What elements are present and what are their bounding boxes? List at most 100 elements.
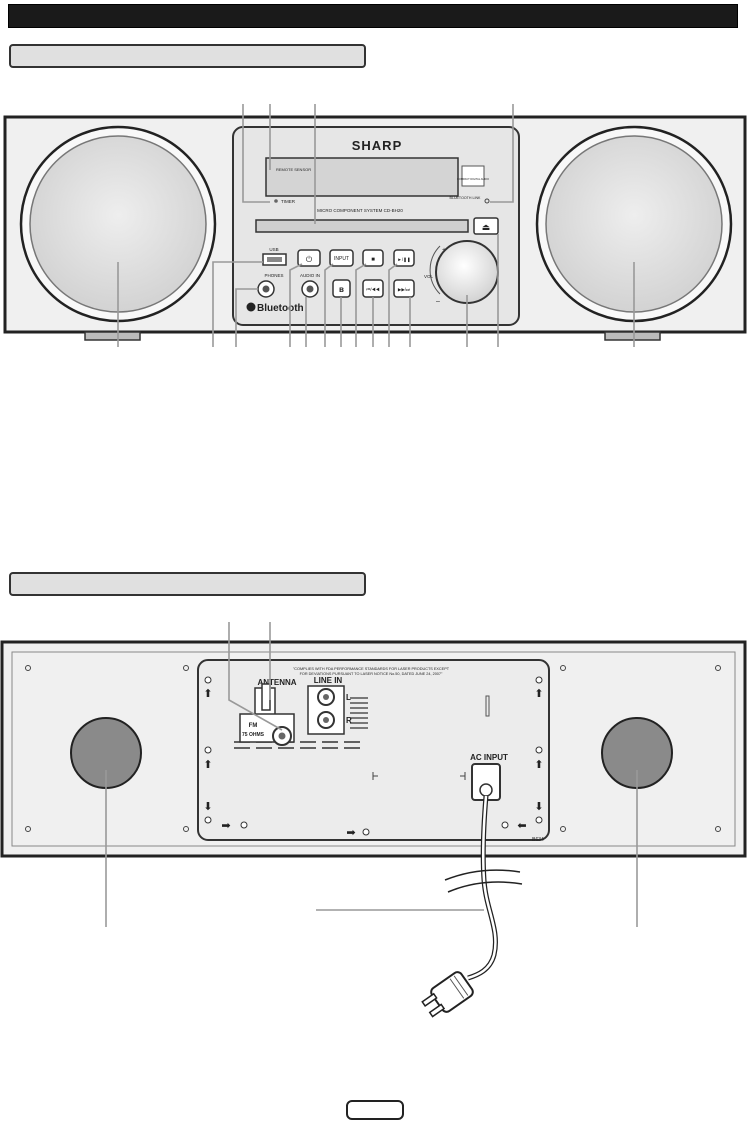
front-view: SHARP REMOTE SENSOR COMPACT DIGITAL AUDI…	[3, 104, 747, 347]
bluetooth-logo-label: Bluetooth	[257, 303, 304, 314]
cd-logo-label: COMPACT DIGITAL AUDIO	[457, 177, 489, 181]
model-label: MICRO COMPONENT SYSTEM CD-BH20	[317, 208, 403, 213]
leader-line-stop	[355, 263, 367, 347]
screw	[183, 665, 189, 671]
rear-view: "COMPLIES WITH FDA PERFORMANCE STANDARDS…	[0, 622, 747, 1018]
fda-notice-line1: "COMPLIES WITH FDA PERFORMANCE STANDARDS…	[293, 667, 450, 671]
arrow-left-icon: ⬅	[517, 820, 526, 832]
volume-knob[interactable]	[435, 240, 499, 304]
usb-port-slot	[267, 257, 282, 262]
next-icon: ▶▶/⏭	[398, 287, 410, 292]
bluetooth-button-icon: ʙ	[339, 285, 344, 294]
line-in-l-label: L	[346, 693, 351, 702]
bluetooth-icon	[246, 302, 256, 312]
hole	[535, 816, 543, 824]
cord-break-mark	[444, 869, 521, 881]
vol-minus-label: –	[436, 298, 440, 305]
rear-inner-frame	[11, 651, 736, 847]
leader-line-play	[388, 263, 398, 347]
screw	[25, 826, 31, 832]
ac-plug	[421, 971, 474, 1018]
left-foot	[84, 331, 141, 341]
line-in-r-label: R	[346, 716, 352, 725]
vol-label: VOL	[424, 274, 434, 279]
screw	[715, 665, 721, 671]
line-in-label: LINE IN	[314, 676, 343, 685]
rear-panel-heading	[9, 572, 366, 596]
volume-scale-arc	[429, 245, 441, 295]
leader-line-timer	[242, 104, 270, 203]
arrow-right-icon: ➡	[346, 827, 355, 839]
page-number-box	[346, 1100, 404, 1120]
line-in-l-jack-hole	[323, 694, 329, 700]
hole	[535, 676, 543, 684]
hole	[204, 816, 212, 824]
hole	[535, 746, 543, 754]
play-pause-button[interactable]	[393, 249, 415, 267]
model-code-label: B634	[532, 837, 544, 843]
screw	[715, 826, 721, 832]
phones-label: PHONES	[264, 273, 283, 278]
hole	[240, 821, 248, 829]
leader-line-antenna-fm	[228, 622, 283, 731]
fm-antenna-socket-pin	[278, 732, 286, 740]
arrow-up-icon: ⬆	[534, 688, 543, 700]
antenna-label: ANTENNA	[257, 678, 296, 687]
arrow-down-icon: ⬇	[203, 801, 212, 813]
ac-input-label: AC INPUT	[470, 753, 508, 762]
brand-logo: SHARP	[352, 138, 403, 153]
arrow-down-icon: ⬇	[534, 801, 543, 813]
input-button[interactable]	[329, 249, 354, 267]
hole	[501, 821, 509, 829]
hole	[204, 746, 212, 754]
right-foot	[604, 331, 661, 341]
leader-line-power	[289, 263, 303, 347]
input-button-label: INPUT	[334, 256, 349, 262]
arrow-right-icon: ➡	[221, 820, 230, 832]
screw	[183, 826, 189, 832]
screw	[560, 826, 566, 832]
prev-icon: ⏮/◀◀	[366, 287, 379, 292]
hole	[362, 828, 370, 836]
leader-line-bt-link	[490, 104, 514, 203]
next-button[interactable]	[393, 279, 415, 298]
leader-line-usb	[212, 261, 263, 347]
screw	[560, 665, 566, 671]
stop-icon: ■	[371, 257, 375, 263]
bluetooth-link-label: BLUETOOTH LINK	[450, 196, 481, 200]
screw	[25, 665, 31, 671]
fda-notice-line2: FOR DEVIATIONS PURSUANT TO LASER NOTICE …	[300, 672, 443, 676]
stop-button[interactable]	[362, 249, 384, 267]
rear-connector-panel	[197, 659, 550, 841]
bluetooth-link-indicator	[484, 198, 490, 204]
audio-in-label: AUDIO IN	[300, 273, 320, 278]
leader-line-phones	[235, 288, 258, 347]
power-button[interactable]	[297, 249, 321, 267]
line-in-r-jack-hole	[323, 717, 329, 723]
vent-slots-right	[350, 697, 368, 729]
display-window	[265, 157, 459, 197]
timer-label: TIMER	[281, 199, 296, 204]
cd-logo	[461, 165, 485, 187]
timer-indicator	[274, 199, 278, 203]
eject-button[interactable]	[473, 217, 499, 235]
play-pause-icon: ►/❚❚	[397, 257, 410, 263]
front-panel-heading	[9, 44, 366, 68]
phones-jack-hole	[262, 285, 270, 293]
arrow-up-icon: ⬆	[203, 759, 212, 771]
arrow-up-icon: ⬆	[203, 688, 212, 700]
label-mark	[485, 695, 490, 717]
disc-slot[interactable]	[255, 219, 469, 233]
audio-in-jack-hole	[306, 285, 314, 293]
power-icon: ⏻	[306, 255, 313, 264]
antenna-tab	[261, 683, 271, 711]
cord-break-mark	[447, 881, 523, 893]
hole	[204, 676, 212, 684]
header-bar	[8, 4, 738, 28]
ac-plug-head	[479, 783, 493, 797]
leader-line-input	[324, 263, 334, 347]
arrow-up-icon: ⬆	[534, 759, 543, 771]
eject-icon: ⏏	[482, 222, 491, 232]
fm-label: FM	[249, 723, 258, 729]
